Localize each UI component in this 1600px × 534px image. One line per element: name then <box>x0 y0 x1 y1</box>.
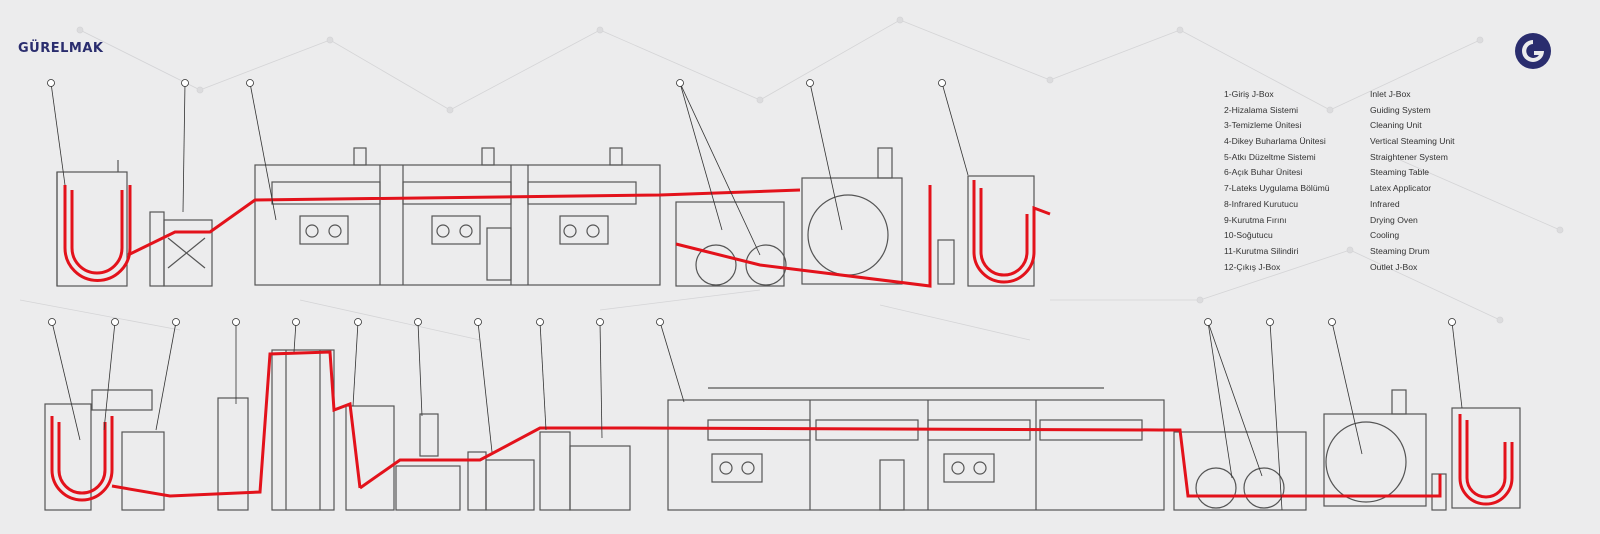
legend-en: Guiding System <box>1370 104 1431 115</box>
legend-item: 8-Infrared Kurutucu Infrared <box>1224 197 1455 213</box>
top-fabric-path <box>63 180 1051 288</box>
legend-tr: 4-Dikey Buharlama Ünitesi <box>1224 136 1326 147</box>
legend-tr: 6-Açık Buhar Ünitesi <box>1224 167 1303 178</box>
legend-en: Vertical Steaming Unit <box>1370 136 1455 147</box>
legend-en: Infrared <box>1370 198 1400 209</box>
legend-en: Steaming Table <box>1370 167 1430 178</box>
legend-tr: 1-Giriş J-Box <box>1224 89 1274 99</box>
legend-tr: 3-Temizleme Ünitesi <box>1224 120 1302 131</box>
legend: 1-Giriş J-Box Inlet J-Box 2-Hizalama Sist… <box>1224 87 1455 275</box>
g-circle-logo-icon <box>1515 33 1551 69</box>
legend-tr: 7-Lateks Uygulama Bölümü <box>1224 183 1330 194</box>
legend-tr: 2-Hizalama Sistemi <box>1224 104 1299 115</box>
top-callout-leaders <box>47 79 969 256</box>
legend-item: 10-Soğutucu Cooling <box>1224 228 1455 244</box>
bottom-fabric-path <box>50 350 1514 506</box>
legend-en: Latex Applicator <box>1370 183 1432 194</box>
legend-en: Drying Oven <box>1370 214 1418 225</box>
legend-item: 5-Atkı Düzeltme Sistemi Straightener Syst… <box>1224 150 1455 166</box>
legend-item: 9-Kurutma Fırını Drying Oven <box>1224 213 1455 229</box>
brand-wordmark: GÜRELMAK <box>18 41 104 56</box>
legend-tr: 5-Atkı Düzeltme Sistemi <box>1224 151 1316 162</box>
legend-tr: 12-Çıkış J-Box <box>1224 261 1281 272</box>
legend-en: Steaming Drum <box>1370 245 1430 256</box>
legend-item: 1-Giriş J-Box Inlet J-Box <box>1224 87 1455 103</box>
legend-en: Cooling <box>1370 230 1400 241</box>
legend-item: 4-Dikey Buharlama Ünitesi Vertical Steami… <box>1224 134 1455 150</box>
legend-tr: 8-Infrared Kurutucu <box>1224 198 1299 209</box>
legend-item: 3-Temizleme Ünitesi Cleaning Unit <box>1224 118 1455 134</box>
legend-en: Outlet J-Box <box>1370 261 1418 272</box>
bottom-callout-leaders <box>48 318 1463 511</box>
legend-tr: 11-Kurutma Silindiri <box>1224 245 1299 256</box>
legend-tr: 9-Kurutma Fırını <box>1224 214 1287 225</box>
legend-item: 12-Çıkış J-Box Outlet J-Box <box>1224 260 1455 276</box>
legend-item: 2-Hizalama Sistemi Guiding System <box>1224 103 1455 119</box>
legend-en: Cleaning Unit <box>1370 120 1422 131</box>
background-network-pattern <box>19 16 1564 341</box>
top-line-machinery <box>56 147 1035 287</box>
legend-tr: 10-Soğutucu <box>1224 230 1273 241</box>
legend-en: Straightener System <box>1370 151 1448 162</box>
legend-item: 11-Kurutma Silindiri Steaming Drum <box>1224 244 1455 260</box>
legend-item: 7-Lateks Uygulama Bölümü Latex Applicator <box>1224 181 1455 197</box>
legend-item: 6-Açık Buhar Ünitesi Steaming Table <box>1224 165 1455 181</box>
legend-en: Inlet J-Box <box>1370 89 1411 99</box>
